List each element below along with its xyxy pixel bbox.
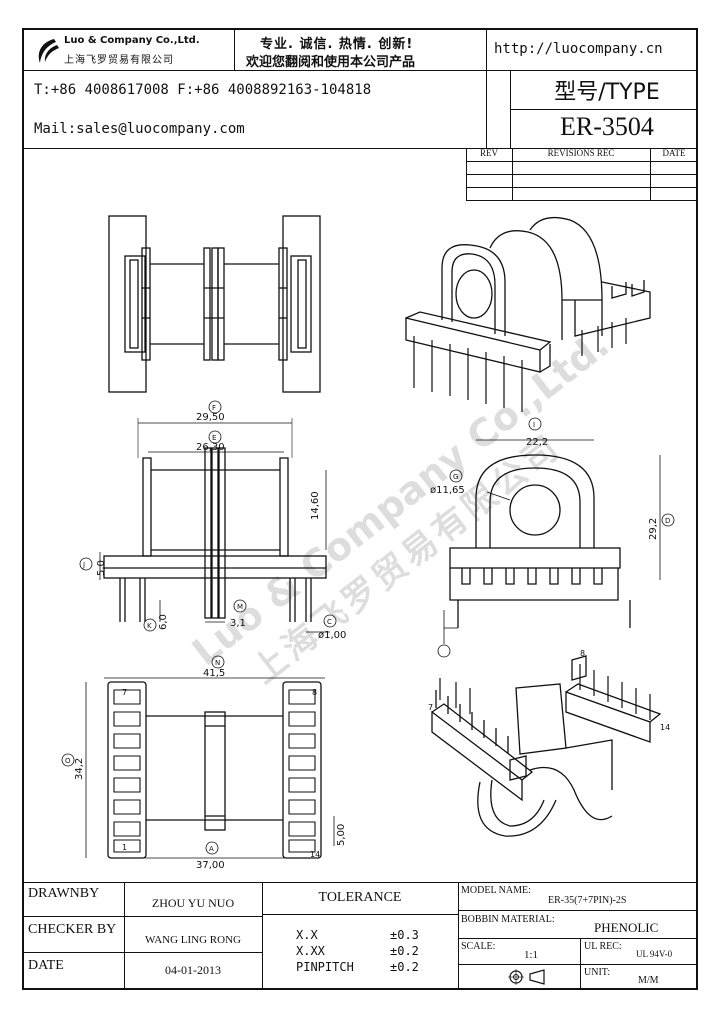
- iso-pin-14-label: 14: [660, 723, 670, 732]
- dim-k-label: K: [147, 622, 152, 630]
- tolerance-value-1: ±0.3: [390, 928, 419, 942]
- tolerance-key-3: PINPITCH: [296, 960, 354, 974]
- unit-label: UNIT:: [584, 967, 611, 978]
- dim-e-label: E: [212, 434, 216, 442]
- side-view: [437, 417, 675, 658]
- company-phone-fax: T:+86 4008617008 F:+86 4008892163-104818: [34, 82, 372, 98]
- ul-rec-label: UL REC:: [584, 941, 622, 952]
- company-url[interactable]: http://luocompany.cn: [494, 41, 663, 57]
- unit-value: M/M: [638, 975, 659, 986]
- bobbin-material-value: PHENOLIC: [594, 920, 659, 935]
- date-value: 04-01-2013: [165, 963, 221, 977]
- dim-m-label: M: [237, 603, 243, 611]
- drawnby-label: DRAWNBY: [28, 886, 100, 901]
- projection-symbol-icon: [508, 969, 545, 985]
- revision-header-rec: REVISIONS REC: [547, 148, 615, 158]
- company-slogan: 专业. 诚信. 热情. 创新!: [260, 37, 414, 52]
- isometric-view-bottom: [431, 655, 662, 837]
- dim-e-value: 26,30: [196, 442, 225, 453]
- dim-m-value: 3,1: [230, 618, 246, 629]
- dim-b-value: 14,60: [310, 491, 321, 520]
- dim-f-value: 29,50: [196, 412, 225, 423]
- tolerance-label: TOLERANCE: [318, 890, 402, 905]
- dim-a-label: A: [209, 845, 214, 853]
- pin-7-label: 7: [122, 688, 127, 697]
- dim-k-value: 6,0: [158, 614, 169, 630]
- dim-c-value: ø1,00: [318, 630, 346, 641]
- watermark: Luo & Company Co.,Ltd. 上海飞罗贸易有限公司: [184, 322, 617, 692]
- dim-n-value: 41,5: [203, 668, 225, 679]
- tolerance-value-3: ±0.2: [390, 960, 419, 974]
- model-name-label: MODEL NAME:: [461, 885, 531, 896]
- drawing-sheet: Luo & Company Co.,Ltd. 上海飞罗贸易有限公司 专业. 诚信…: [22, 28, 698, 990]
- pin-14-label: 14: [310, 850, 320, 859]
- pin-1-label: 1: [122, 843, 127, 852]
- front-view: [79, 400, 337, 633]
- tolerance-key-1: X.X: [296, 928, 318, 942]
- header-divider: [486, 30, 487, 148]
- type-value: ER-3504: [560, 112, 654, 141]
- bottom-view: [61, 655, 335, 859]
- dim-h-value: 5,00: [336, 824, 347, 846]
- scale-value: 1:1: [524, 949, 539, 961]
- dim-c-label: C: [327, 618, 332, 626]
- header-divider: [510, 70, 511, 148]
- dim-f-label: F: [212, 404, 216, 412]
- header-divider: [234, 30, 235, 70]
- scale-label: SCALE:: [461, 941, 496, 952]
- dim-g-label: G: [453, 473, 458, 481]
- dim-a-value: 37,00: [196, 860, 225, 871]
- checker-label: CHECKER BY: [28, 922, 117, 937]
- header-divider: [486, 70, 698, 71]
- iso-pin-7-label: 7: [428, 703, 433, 712]
- dim-o-value: 34,2: [74, 758, 85, 780]
- drawnby-value: ZHOU YU NUO: [151, 896, 235, 910]
- company-logo-icon: [38, 39, 59, 63]
- dim-d-label: D: [665, 517, 670, 525]
- header-divider: [510, 109, 698, 110]
- dim-g-value: ø11,65: [430, 485, 465, 496]
- company-mail[interactable]: Mail:sales@luocompany.com: [34, 121, 245, 137]
- dim-d-value: 29,2: [648, 518, 659, 540]
- iso-pin-8-label: 8: [580, 649, 585, 658]
- pin-8-label: 8: [312, 688, 317, 697]
- dim-n-label: N: [215, 659, 220, 667]
- dim-o-label: O: [65, 757, 71, 765]
- tolerance-value-2: ±0.2: [390, 944, 419, 958]
- checker-value: WANG LING RONG: [145, 934, 241, 946]
- dim-j-label: J: [82, 561, 85, 569]
- watermark-en: Luo & Company Co.,Ltd.: [184, 322, 617, 674]
- revision-header-rev: REV: [480, 148, 498, 158]
- dim-i-label: I: [533, 421, 535, 429]
- top-view: [108, 215, 321, 393]
- type-label: 型号/TYPE: [554, 80, 660, 105]
- dim-i-value: 22,2: [526, 437, 548, 448]
- tolerance-key-2: X.XX: [296, 944, 325, 958]
- model-name-value: ER-35(7+7PIN)-2S: [548, 895, 627, 906]
- dim-j-value: 5,0: [96, 560, 107, 576]
- company-welcome: 欢迎您翻阅和使用本公司产品: [246, 55, 416, 70]
- company-name-en: Luo & Company Co.,Ltd.: [64, 35, 200, 46]
- company-name-cn: 上海飞罗贸易有限公司: [64, 55, 174, 66]
- date-label: DATE: [28, 958, 64, 973]
- header-divider: [24, 148, 698, 149]
- ul-rec-value: UL 94V-0: [636, 949, 673, 959]
- isometric-view-top: [405, 216, 651, 412]
- revision-header-date: DATE: [662, 148, 686, 158]
- bobbin-material-label: BOBBIN MATERIAL:: [461, 914, 555, 925]
- dimension-labels: F 29,50 E 26,30 14,60 J 5,0 K 6,0 M 3,1 …: [65, 404, 670, 871]
- header-divider: [24, 70, 488, 71]
